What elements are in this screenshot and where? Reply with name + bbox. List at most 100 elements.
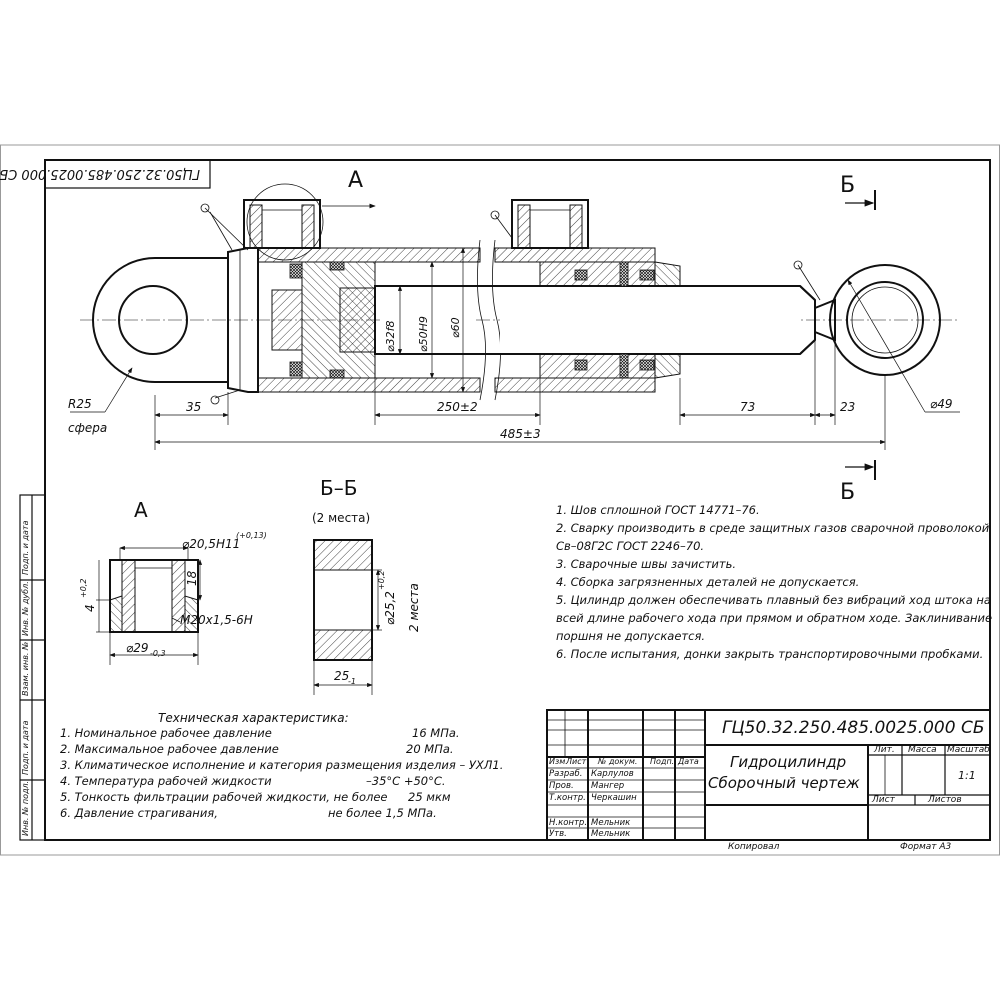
side-strip-label: Подп. и дата <box>21 720 30 776</box>
rod-guide-top <box>539 261 656 287</box>
note-line: 4. Сборка загрязненных деталей не допуск… <box>556 575 860 589</box>
tb-person: Черкашин <box>591 793 637 803</box>
tb-role: Т.контр. <box>549 793 586 803</box>
main-dimensions <box>70 247 960 450</box>
side-strip-label: Инв. № подл. <box>21 780 30 836</box>
dim-23: 23 <box>840 400 856 414</box>
left-eye <box>92 257 229 383</box>
tb-role: Пров. <box>549 781 574 791</box>
dim-73: 73 <box>740 400 756 414</box>
tb-person: Мельник <box>591 818 631 828</box>
dim-485: 485±3 <box>500 427 541 441</box>
right-port-fitting <box>511 199 589 249</box>
left-eye-hole <box>118 285 188 355</box>
detail-a-circle <box>246 183 324 261</box>
section-bb-w25: 25 <box>334 669 350 683</box>
tb-sheet: Лист <box>872 795 895 805</box>
break-line-left <box>477 239 486 401</box>
section-bb-d25: ⌀25,2 <box>383 591 397 625</box>
side-strip-label: Подп. и дата <box>21 520 30 576</box>
tb-person: Карлулов <box>591 769 634 779</box>
break-line-right <box>492 239 501 401</box>
tb-role: Разраб. <box>549 769 583 779</box>
section-bb-note: (2 места) <box>312 511 371 525</box>
note-line: поршня не допускается. <box>556 629 706 643</box>
spec-label: 4. Температура рабочей жидкости <box>60 774 272 788</box>
spec-value: –35°С +50°С. <box>366 774 446 788</box>
tb-person: Мангер <box>591 781 625 791</box>
tb-col-date: Дата <box>678 757 699 766</box>
side-strip-label: Взам. инв. № <box>21 641 30 696</box>
spec-label: 2. Максимальное рабочее давление <box>60 742 279 756</box>
tb-person: Мельник <box>591 829 631 839</box>
title-block-code: ГЦ50.32.250.485.0025.000 СБ <box>722 718 985 738</box>
right-eye-hole <box>846 281 924 359</box>
spec-value: 16 МПа. <box>412 726 460 740</box>
detail-a-d4: 4 <box>83 604 97 612</box>
spec-value: 25 мкм <box>408 790 451 804</box>
tb-col-sign: Подп. <box>650 757 675 766</box>
barrel-top-wall-right <box>494 247 656 263</box>
tb-format: Формат А3 <box>900 842 952 852</box>
title-block <box>546 709 991 841</box>
barrel-bottom-wall-right <box>494 377 656 393</box>
spec-label: 1. Номинальное рабочее давление <box>60 726 272 740</box>
section-bb-d25-tol: +0,2 <box>377 570 386 590</box>
spec-value: не более 1,5 МПа. <box>328 806 437 820</box>
tb-mass: Масса <box>908 745 937 755</box>
detail-a-d20: ⌀20,5H11 <box>182 537 241 551</box>
detail-a-view <box>96 545 203 665</box>
tb-role: Утв. <box>549 829 567 839</box>
tb-lit: Лит. <box>874 745 895 755</box>
specs-title: Техническая характеристика: <box>158 711 349 725</box>
spec-label: 6. Давление страгивания, <box>60 806 218 820</box>
tb-sheets: Листов <box>928 795 962 805</box>
dim-r25: R25 <box>68 397 92 411</box>
title-block-name-1: Гидроцилиндр <box>730 753 847 771</box>
detail-a-d20-tol: (+0,13) <box>236 531 267 540</box>
note-line: 2. Сварку производить в среде защитных г… <box>556 521 990 535</box>
title-block-name-2: Сборочный чертеж <box>708 774 860 792</box>
view-b-label-bottom: Б <box>840 480 856 505</box>
detail-a-thread: M20x1,5-6H <box>180 613 253 627</box>
section-bb-title: Б–Б <box>320 476 358 500</box>
side-strip-label: Инв. № дубл. <box>21 581 30 636</box>
detail-a-title: А <box>134 498 148 522</box>
tb-scale: Масштаб <box>947 745 990 755</box>
detail-a-d29-tol: -0,3 <box>150 649 166 658</box>
note-line: 1. Шов сплошной ГОСТ 14771–76. <box>556 503 760 517</box>
view-a-label: А <box>348 168 364 193</box>
detail-a-h18: 18 <box>185 570 199 586</box>
dim-d49: ⌀49 <box>930 397 953 411</box>
dim-d32: ⌀32f8 <box>384 320 397 353</box>
tb-col-list: Лист <box>566 757 587 766</box>
left-port-fitting <box>243 199 321 249</box>
spec-label: 5. Тонкость фильтрации рабочей жидкости,… <box>60 790 388 804</box>
spec-value: 20 МПа. <box>406 742 454 756</box>
rod-guide-bottom <box>539 353 656 379</box>
dim-d50: ⌀50H9 <box>417 316 430 352</box>
detail-a-d29: ⌀29 <box>126 641 149 655</box>
piston-nut <box>271 289 303 351</box>
cylinder-main-view <box>80 183 960 480</box>
dim-sphere: сфера <box>68 421 108 435</box>
side-strip <box>19 494 46 841</box>
section-bb-view <box>313 539 382 695</box>
dim-d60: ⌀60 <box>449 317 462 338</box>
rotated-code-box <box>44 159 211 189</box>
note-line: Св–08Г2С ГОСТ 2246–70. <box>556 539 705 553</box>
section-bb-places: 2 места <box>407 583 421 632</box>
note-line: 5. Цилиндр должен обеспечивать плавный б… <box>556 593 991 607</box>
spec-label: 3. Климатическое исполнение и категория … <box>60 758 504 772</box>
barrel-top-wall <box>257 247 481 263</box>
drawing-code-rotated: ГЦ50.32.250.485.0025.000 СБ <box>0 166 200 181</box>
dim-250: 250±2 <box>437 400 478 414</box>
tb-col-izm: Изм. <box>549 757 568 766</box>
note-line: всей длине рабочего хода при прямом и об… <box>556 611 993 625</box>
note-line: 6. После испытания, донки закрыть трансп… <box>556 647 984 661</box>
tb-copied: Копировал <box>728 842 780 852</box>
tb-scale-value: 1:1 <box>958 769 976 782</box>
tb-role: Н.контр. <box>549 818 588 828</box>
detail-a-d4-tol: +0,2 <box>79 578 88 598</box>
